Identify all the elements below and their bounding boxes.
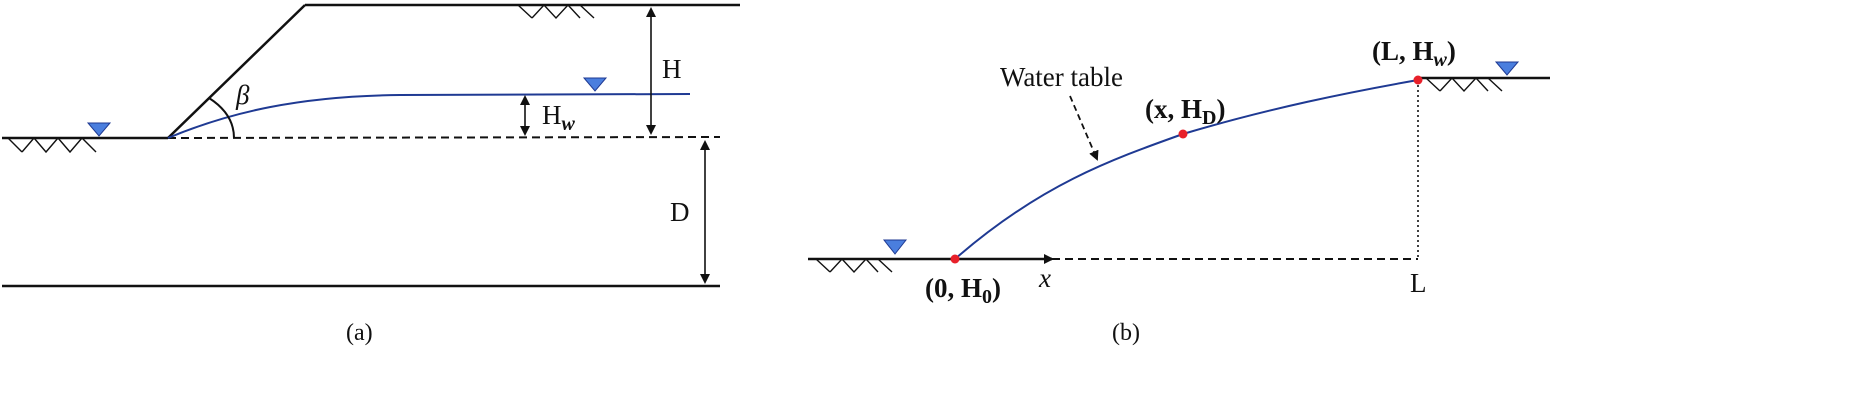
slope-line — [167, 4, 306, 139]
height-label: H — [662, 54, 682, 84]
water-depth-label: Hw — [542, 100, 576, 135]
point-mid — [1178, 129, 1188, 139]
water-level-marker-icon — [582, 77, 608, 92]
water-table-pointer-arrow — [1069, 95, 1099, 161]
caption-a: (a) — [346, 320, 373, 346]
point-start — [950, 254, 960, 264]
slope-angle-arc — [208, 97, 235, 139]
foundation-depth-label: D — [670, 197, 690, 227]
ground-hatch-icon — [517, 3, 595, 20]
point-end — [1413, 75, 1423, 85]
water-level-marker-icon — [86, 122, 112, 137]
embankment-base-dashed — [167, 136, 721, 139]
x-axis-label: x — [1038, 263, 1051, 293]
point-mid-label: (x, HD) — [1145, 94, 1225, 129]
length-label: L — [1410, 268, 1427, 298]
ground-hatch-icon — [1425, 76, 1503, 93]
water-table-curve-a — [167, 93, 691, 139]
ground-hatch-icon — [7, 136, 97, 154]
panel-a: β H Hw D (a) — [2, 3, 740, 346]
panel-b: Water table (0, H0) (x, HD) (L, Hw) x L … — [808, 36, 1550, 346]
water-table-label: Water table — [1000, 62, 1123, 92]
water-level-marker-icon — [1494, 61, 1520, 76]
point-end-label: (L, Hw) — [1372, 36, 1456, 71]
water-level-marker-icon — [882, 239, 908, 255]
angle-label: β — [235, 80, 250, 110]
ground-hatch-icon — [815, 257, 893, 274]
point-start-label: (0, H0) — [925, 273, 1001, 308]
caption-b: (b) — [1112, 320, 1140, 346]
